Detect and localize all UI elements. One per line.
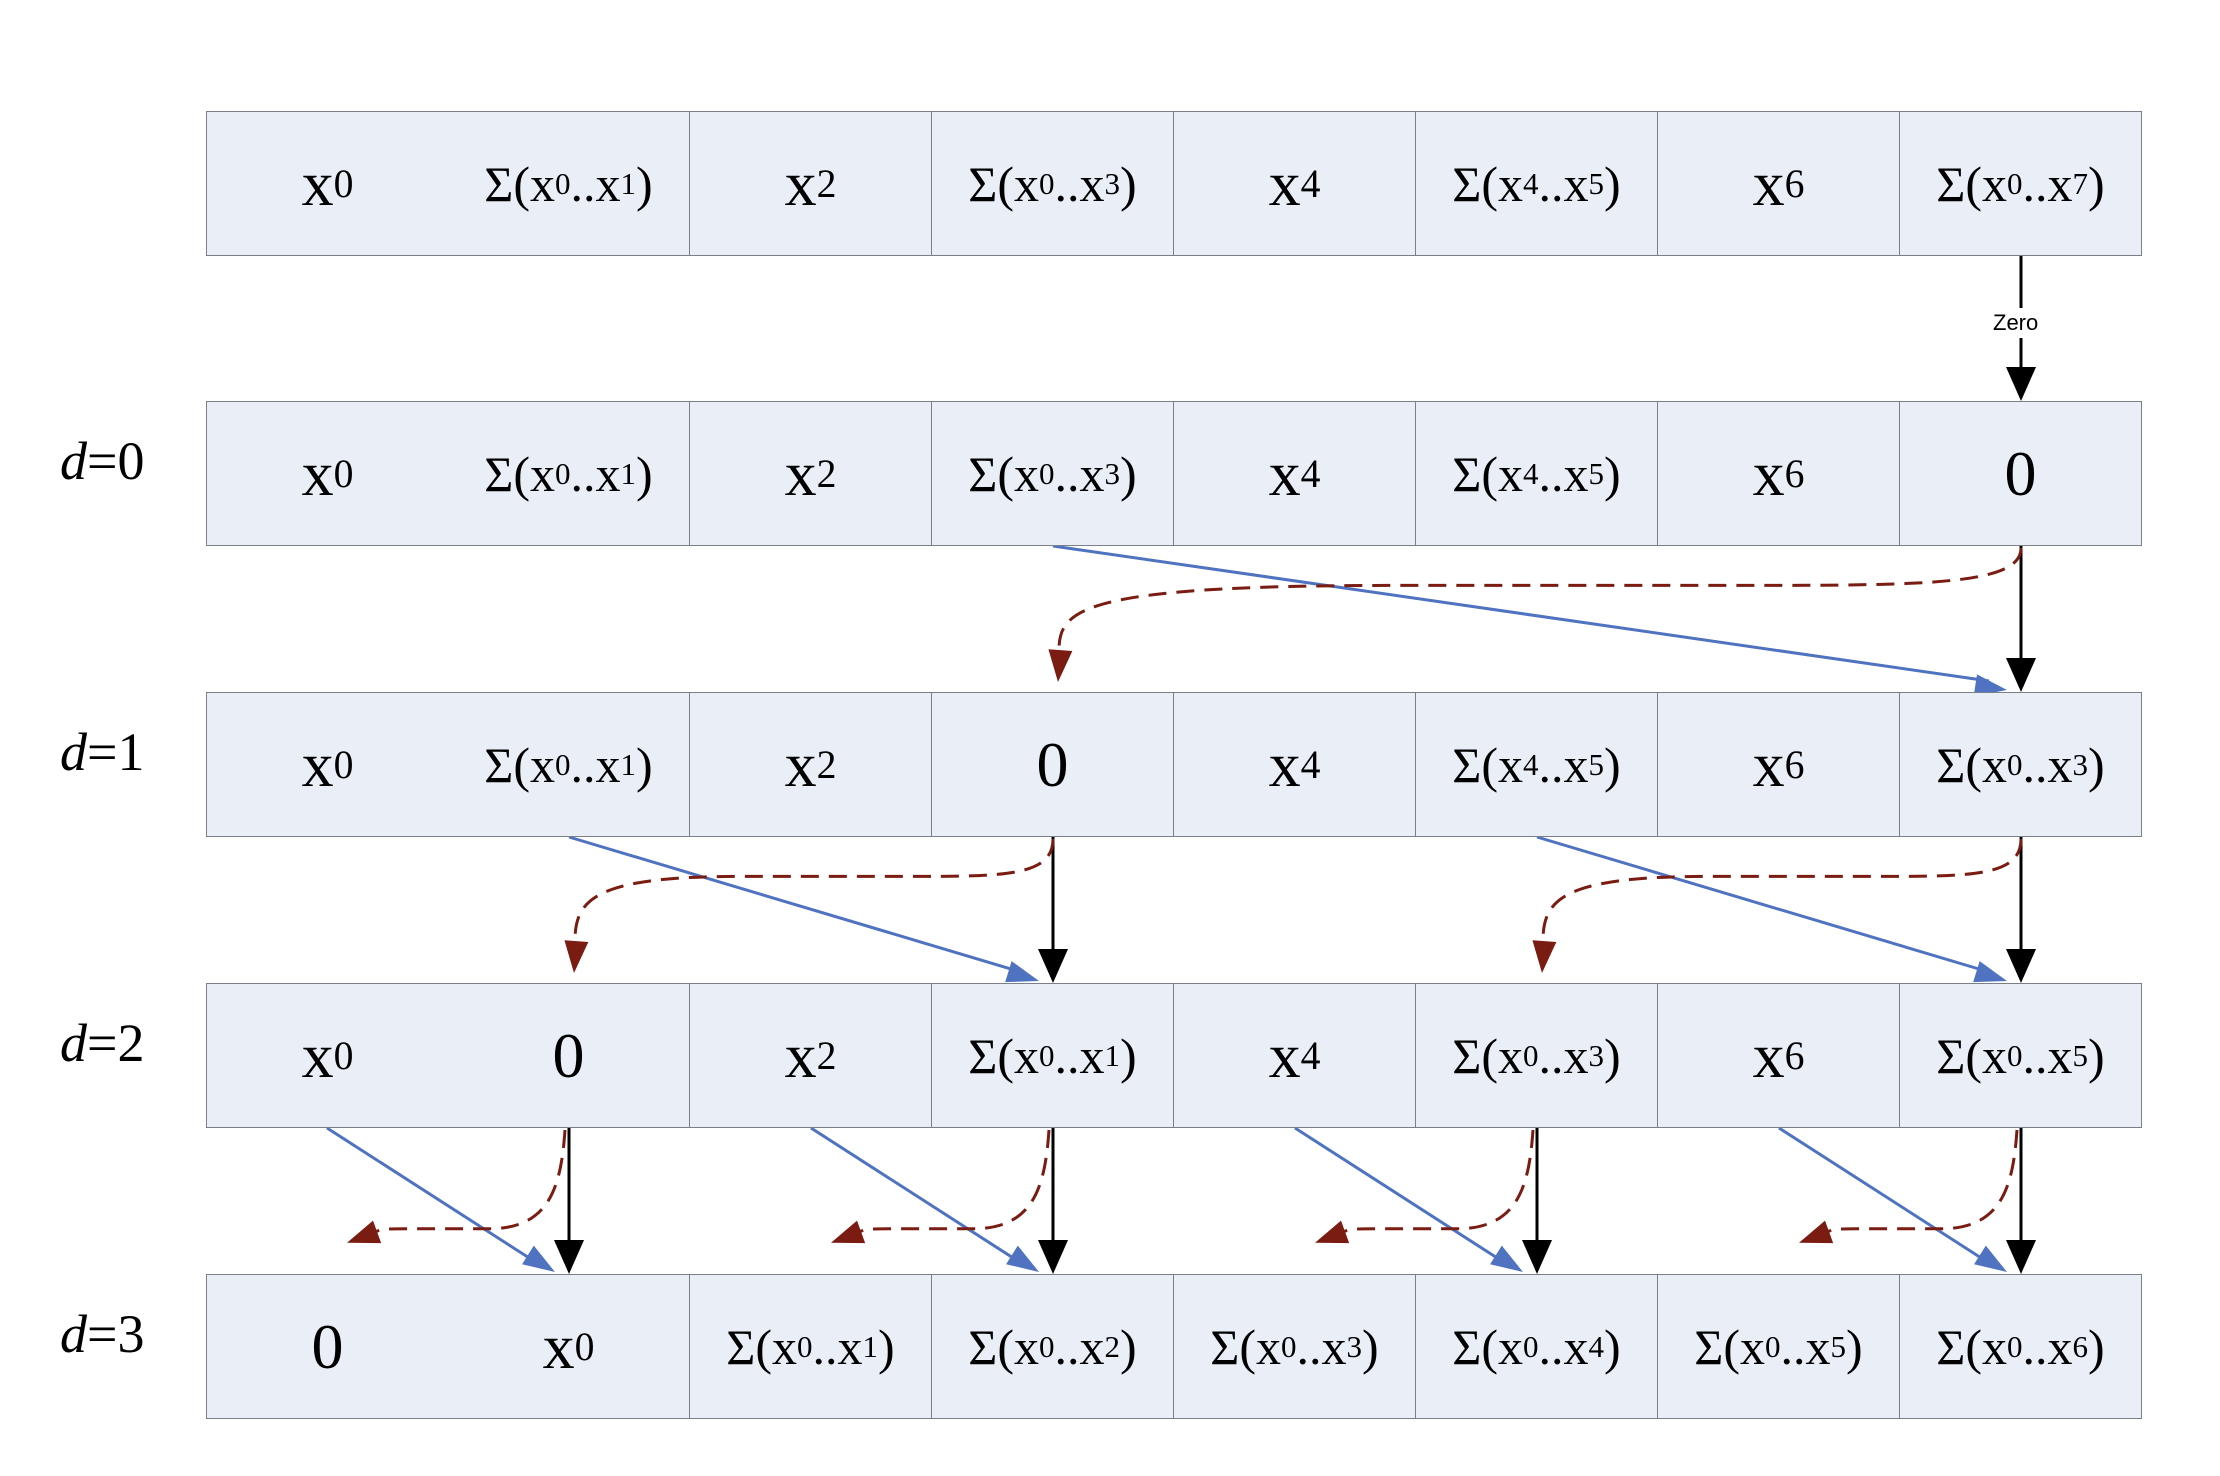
row-label-d2: d=2 [60, 1013, 180, 1073]
swap-arrowhead-l2-p0 [347, 1220, 382, 1244]
row-label-d0: d=0 [60, 431, 180, 491]
sum-arrowhead-l2-p2 [1490, 1245, 1523, 1272]
depth-symbol: d [60, 1013, 87, 1073]
copy-arrowhead-l2-p3 [2006, 1240, 2036, 1274]
depth-symbol: d [60, 722, 87, 782]
cell-r4-c0: 0 [206, 1274, 449, 1419]
sum-arrowhead-l2-p1 [1006, 1245, 1039, 1272]
equals-sign: = [87, 1013, 118, 1073]
swap-arrowhead-l1-p1 [1532, 940, 1557, 973]
depth-value: 3 [117, 1304, 145, 1364]
row-label-d1: d=1 [60, 722, 180, 782]
zero-arrow-head [2006, 367, 2036, 401]
copy-arrowhead-l0-p0 [2006, 658, 2036, 692]
sum-arrow-l1-p0 [568, 835, 1022, 974]
sum-arrow-l2-p3 [1778, 1126, 1990, 1265]
copy-arrowhead-l1-p1 [2006, 949, 2036, 983]
swap-arrowhead-l0-p0 [1048, 649, 1073, 682]
cell-r2-c3: 0 [932, 692, 1174, 837]
swap-arrowhead-l2-p3 [1799, 1220, 1834, 1244]
depth-value: 0 [117, 431, 145, 491]
equals-sign: = [87, 722, 118, 782]
copy-arrowhead-l2-p2 [1522, 1240, 1552, 1274]
sum-arrow-l0-p0 [1052, 544, 1990, 683]
swap-arrowhead-l2-p2 [1315, 1220, 1350, 1244]
sum-arrow-l2-p0 [326, 1126, 538, 1265]
depth-symbol: d [60, 431, 87, 491]
copy-arrowhead-l2-p0 [554, 1240, 584, 1274]
swap-arrow-l0-p0 [1057, 547, 2023, 655]
sum-arrowhead-l2-p0 [522, 1245, 555, 1272]
sum-arrowhead-l1-p0 [1005, 961, 1039, 983]
sum-arrow-l2-p1 [810, 1126, 1022, 1265]
copy-arrowhead-l2-p1 [1038, 1240, 1068, 1274]
depth-symbol: d [60, 1304, 87, 1364]
depth-value: 1 [117, 722, 145, 782]
row-label-d3: d=3 [60, 1304, 180, 1364]
sum-arrowhead-l0-p0 [1973, 674, 2007, 697]
swap-arrow-l1-p1 [1541, 838, 2023, 946]
swap-arrow-l2-p3 [1824, 1129, 2019, 1235]
depth-value: 2 [117, 1013, 145, 1073]
sum-arrowhead-l2-p3 [1974, 1245, 2007, 1272]
swap-arrowhead-l2-p1 [831, 1220, 866, 1244]
equals-sign: = [87, 1304, 118, 1364]
copy-arrowhead-l1-p0 [1038, 949, 1068, 983]
swap-arrowhead-l1-p0 [564, 940, 589, 973]
sum-arrow-l2-p2 [1294, 1126, 1506, 1265]
zero-label: Zero [1989, 308, 2043, 338]
swap-arrow-l2-p1 [856, 1129, 1051, 1235]
sum-arrow-l1-p1 [1536, 835, 1990, 974]
cell-r1-c7: 0 [1900, 401, 2142, 546]
sum-arrowhead-l1-p1 [1973, 961, 2007, 983]
swap-arrow-l2-p0 [372, 1129, 567, 1235]
swap-arrow-l2-p2 [1340, 1129, 1535, 1235]
swap-arrow-l1-p0 [573, 838, 1055, 946]
cell-r3-c1: 0 [448, 983, 690, 1128]
equals-sign: = [87, 431, 118, 491]
